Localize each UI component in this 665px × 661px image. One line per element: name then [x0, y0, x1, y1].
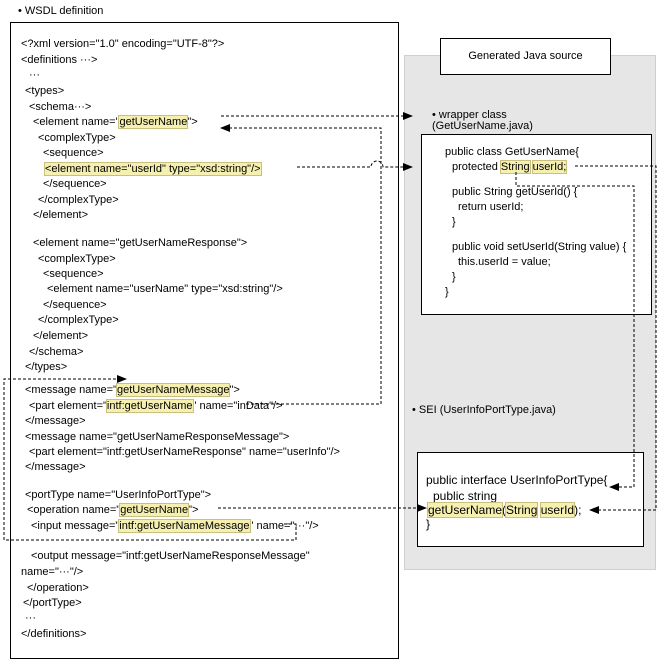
- java-line: }: [452, 271, 456, 283]
- wsdl-line: <definitions ···>: [21, 54, 98, 66]
- wsdl-line: </element>: [33, 330, 89, 342]
- wsdl-line: <complexType>: [38, 132, 116, 144]
- wsdl-line: </complexType>: [38, 314, 119, 326]
- wsdl-line: <output message="intf:getUserNameRespons…: [31, 550, 310, 562]
- hl-field-name: userId;: [531, 160, 568, 174]
- wsdl-line: </message>: [25, 461, 86, 473]
- sei-line: public string: [433, 489, 498, 503]
- wsdl-line: name="···"/>: [21, 566, 84, 578]
- sei-label: • SEI (UserInfoPortType.java): [412, 404, 556, 416]
- java-line: this.userId = value;: [458, 256, 551, 268]
- wsdl-line: <message name="getUserNameResponseMessag…: [25, 431, 290, 443]
- java-line: return userId;: [458, 201, 524, 213]
- wsdl-line: <types>: [25, 85, 65, 97]
- wsdl-line: ···: [29, 69, 40, 81]
- wsdl-line: <sequence>: [43, 268, 104, 280]
- java-line: public String getUserId() {: [452, 186, 578, 198]
- wsdl-line: <?xml version="1.0" encoding="UTF-8"?>: [21, 38, 225, 50]
- java-line: }: [452, 216, 456, 228]
- arrow-part-to-element: [220, 124, 382, 405]
- wsdl-line: <element name="userId" type="xsd:string"…: [44, 162, 262, 176]
- hl-element-getUserName: getUserName: [118, 115, 189, 129]
- wsdl-line: <element name="userName" type="xsd:strin…: [47, 283, 283, 295]
- wsdl-line: </operation>: [27, 582, 89, 594]
- wsdl-line: <part element="intf:getUserNameResponse"…: [29, 446, 340, 458]
- wsdl-line: <sequence>: [43, 147, 104, 159]
- java-panel-title: Generated Java source: [468, 50, 583, 62]
- java-title-box: [440, 38, 611, 75]
- wsdl-line: </types>: [25, 361, 68, 373]
- java-line: public void setUserId(String value) {: [452, 241, 627, 253]
- arrow-input-to-message: [3, 375, 297, 541]
- wsdl-line: </message>: [25, 415, 86, 427]
- hl-message-name: getUserNameMessage: [115, 383, 231, 397]
- wrapper-file-label: (GetUserName.java): [432, 120, 533, 132]
- arrow-userId-to-field: [297, 160, 413, 171]
- wrapper-label: • wrapper class: [432, 109, 507, 121]
- hl-method-name: getUserName: [426, 502, 504, 518]
- wsdl-line: <operation name="getUserName">: [27, 503, 199, 517]
- wsdl-line: </sequence>: [43, 178, 107, 190]
- arrow-field-to-param: [575, 165, 657, 514]
- sei-line: public interface UserInfoPortType{: [426, 473, 608, 487]
- wsdl-line: <part element="intf:getUserName" name="i…: [29, 399, 283, 413]
- hl-input-message: intf:getUserNameMessage: [118, 519, 251, 533]
- sei-box: [417, 452, 644, 547]
- hl-param-type: String: [505, 502, 539, 518]
- wsdl-line: <schema···>: [29, 101, 92, 113]
- wsdl-line: <complexType>: [38, 253, 116, 265]
- hl-part-element: intf:getUserName: [105, 399, 194, 413]
- wsdl-line: ···: [25, 612, 36, 624]
- wsdl-line: <message name="getUserNameMessage">: [25, 383, 240, 397]
- wsdl-line: </element>: [33, 209, 89, 221]
- sei-line: }: [426, 517, 431, 531]
- arrow-type-to-param: [515, 172, 635, 491]
- wsdl-line: </schema>: [29, 346, 84, 358]
- wsdl-line: <input message="intf:getUserNameMessage"…: [31, 519, 319, 533]
- wsdl-line: <element name="getUserNameResponse">: [33, 237, 248, 249]
- wsdl-line: </definitions>: [21, 628, 87, 640]
- hl-element-userId: <element name="userId" type="xsd:string"…: [44, 162, 262, 176]
- wsdl-line: <element name="getUserName">: [33, 115, 198, 129]
- wsdl-line: </complexType>: [38, 194, 119, 206]
- wsdl-line: </sequence>: [43, 299, 107, 311]
- hl-operation-name: getUserName: [119, 503, 190, 517]
- hl-field-type: String: [499, 160, 531, 174]
- wsdl-line: <portType name="UserInfoPortType">: [25, 489, 212, 501]
- java-line: public class GetUserName{: [445, 146, 579, 158]
- java-line: }: [445, 286, 449, 298]
- wsdl-line: </portType>: [23, 597, 82, 609]
- wsdl-heading: • WSDL definition: [18, 5, 104, 17]
- hl-param-name: userId: [539, 502, 576, 518]
- sei-line: getUserName(String userId);: [426, 502, 582, 518]
